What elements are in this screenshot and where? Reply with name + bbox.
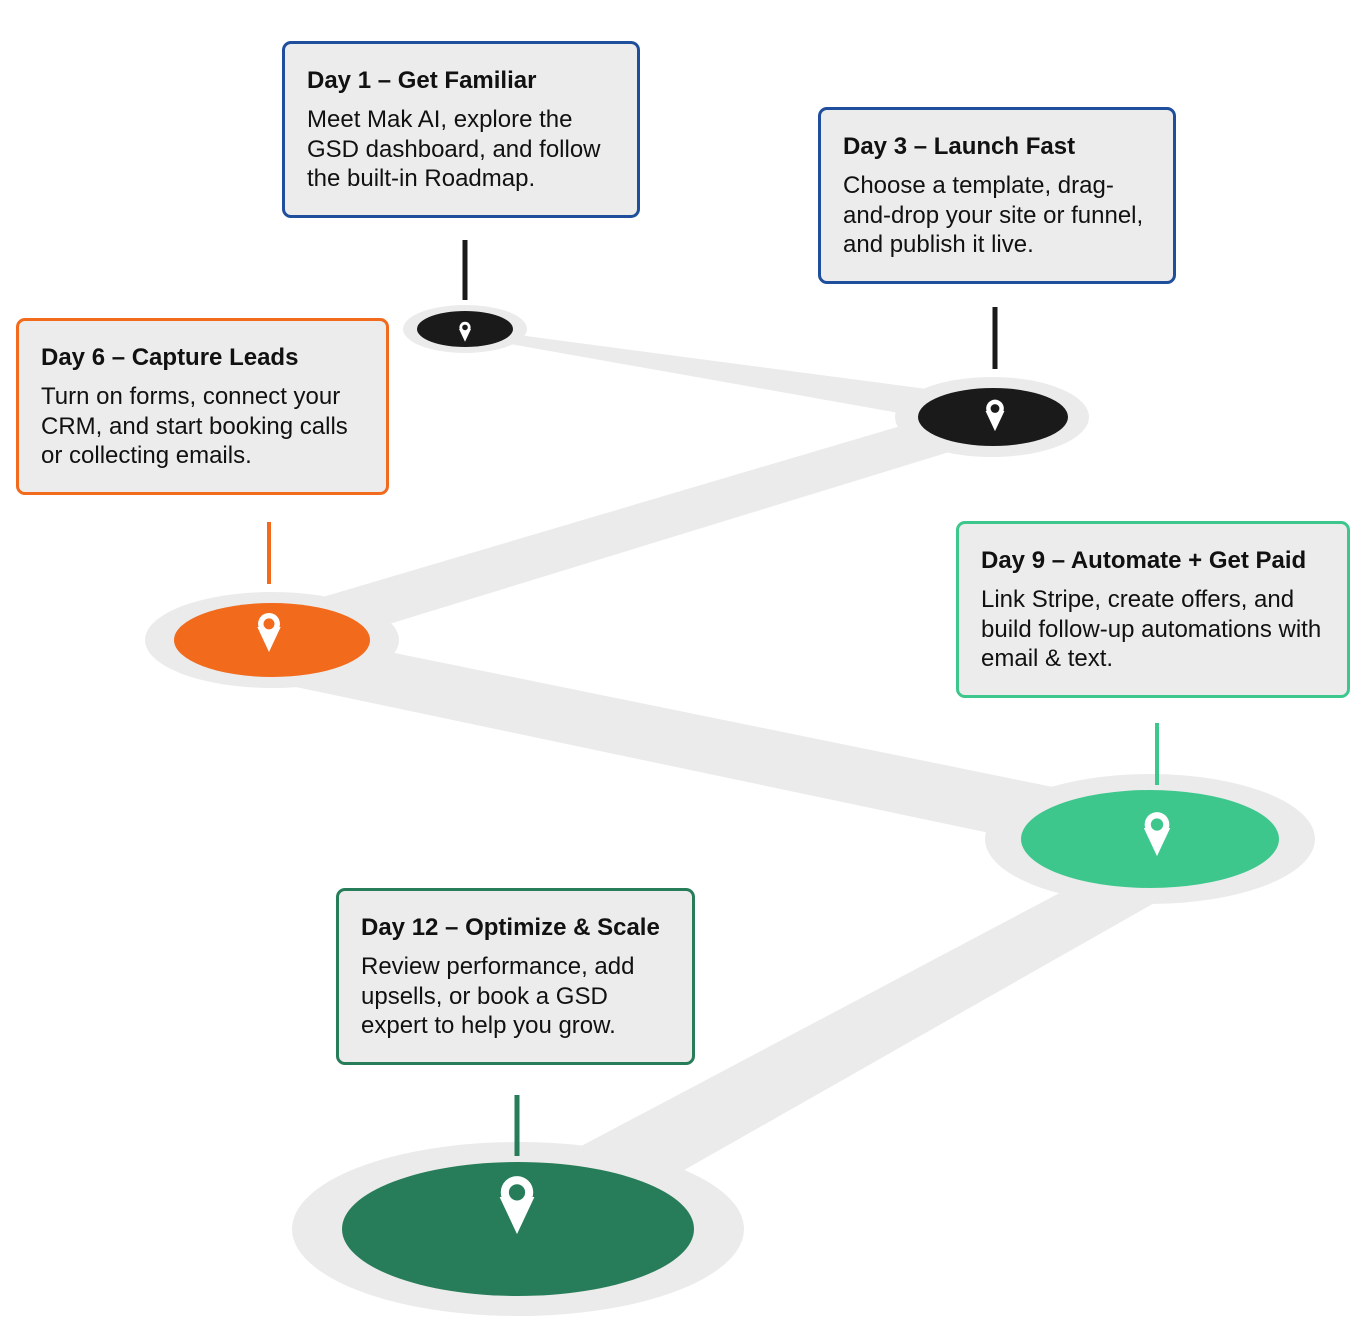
map-pin-icon bbox=[257, 612, 281, 652]
milestone-title: Day 12 – Optimize & Scale bbox=[361, 914, 660, 941]
milestone-title: Day 9 – Automate + Get Paid bbox=[981, 547, 1307, 574]
milestone-title: Day 3 – Launch Fast bbox=[843, 133, 1076, 160]
milestone-description: Link Stripe, create offers, and build fo… bbox=[981, 586, 1322, 672]
milestone-card-day-6: Day 6 – Capture Leads Turn on forms, con… bbox=[16, 318, 389, 495]
road-segment bbox=[272, 628, 1156, 868]
milestone-title: Day 1 – Get Familiar bbox=[307, 67, 537, 94]
map-pin-icon bbox=[459, 321, 471, 342]
milestone-description: Choose a template, drag-and-drop your si… bbox=[843, 172, 1144, 258]
map-pin-icon bbox=[1143, 812, 1171, 857]
milestone-description: Meet Mak AI, explore the GSD dashboard, … bbox=[307, 106, 601, 192]
milestone-description: Review performance, add upsells, or book… bbox=[361, 953, 635, 1039]
milestone-card-day-3: Day 3 – Launch Fast Choose a template, d… bbox=[818, 107, 1176, 284]
road-segment bbox=[517, 842, 1156, 1265]
milestone-description: Turn on forms, connect your CRM, and sta… bbox=[41, 383, 348, 469]
milestone-card-day-12: Day 12 – Optimize & Scale Review perform… bbox=[336, 888, 695, 1065]
milestone-title: Day 6 – Capture Leads bbox=[41, 344, 299, 371]
milestone-card-day-1: Day 1 – Get Familiar Meet Mak AI, explor… bbox=[282, 41, 640, 218]
map-pin-icon bbox=[985, 399, 1005, 432]
milestone-card-day-9: Day 9 – Automate + Get Paid Link Stripe,… bbox=[956, 521, 1350, 698]
map-pin-icon bbox=[499, 1176, 535, 1235]
road-segment bbox=[272, 398, 995, 660]
road-segment bbox=[465, 328, 995, 430]
